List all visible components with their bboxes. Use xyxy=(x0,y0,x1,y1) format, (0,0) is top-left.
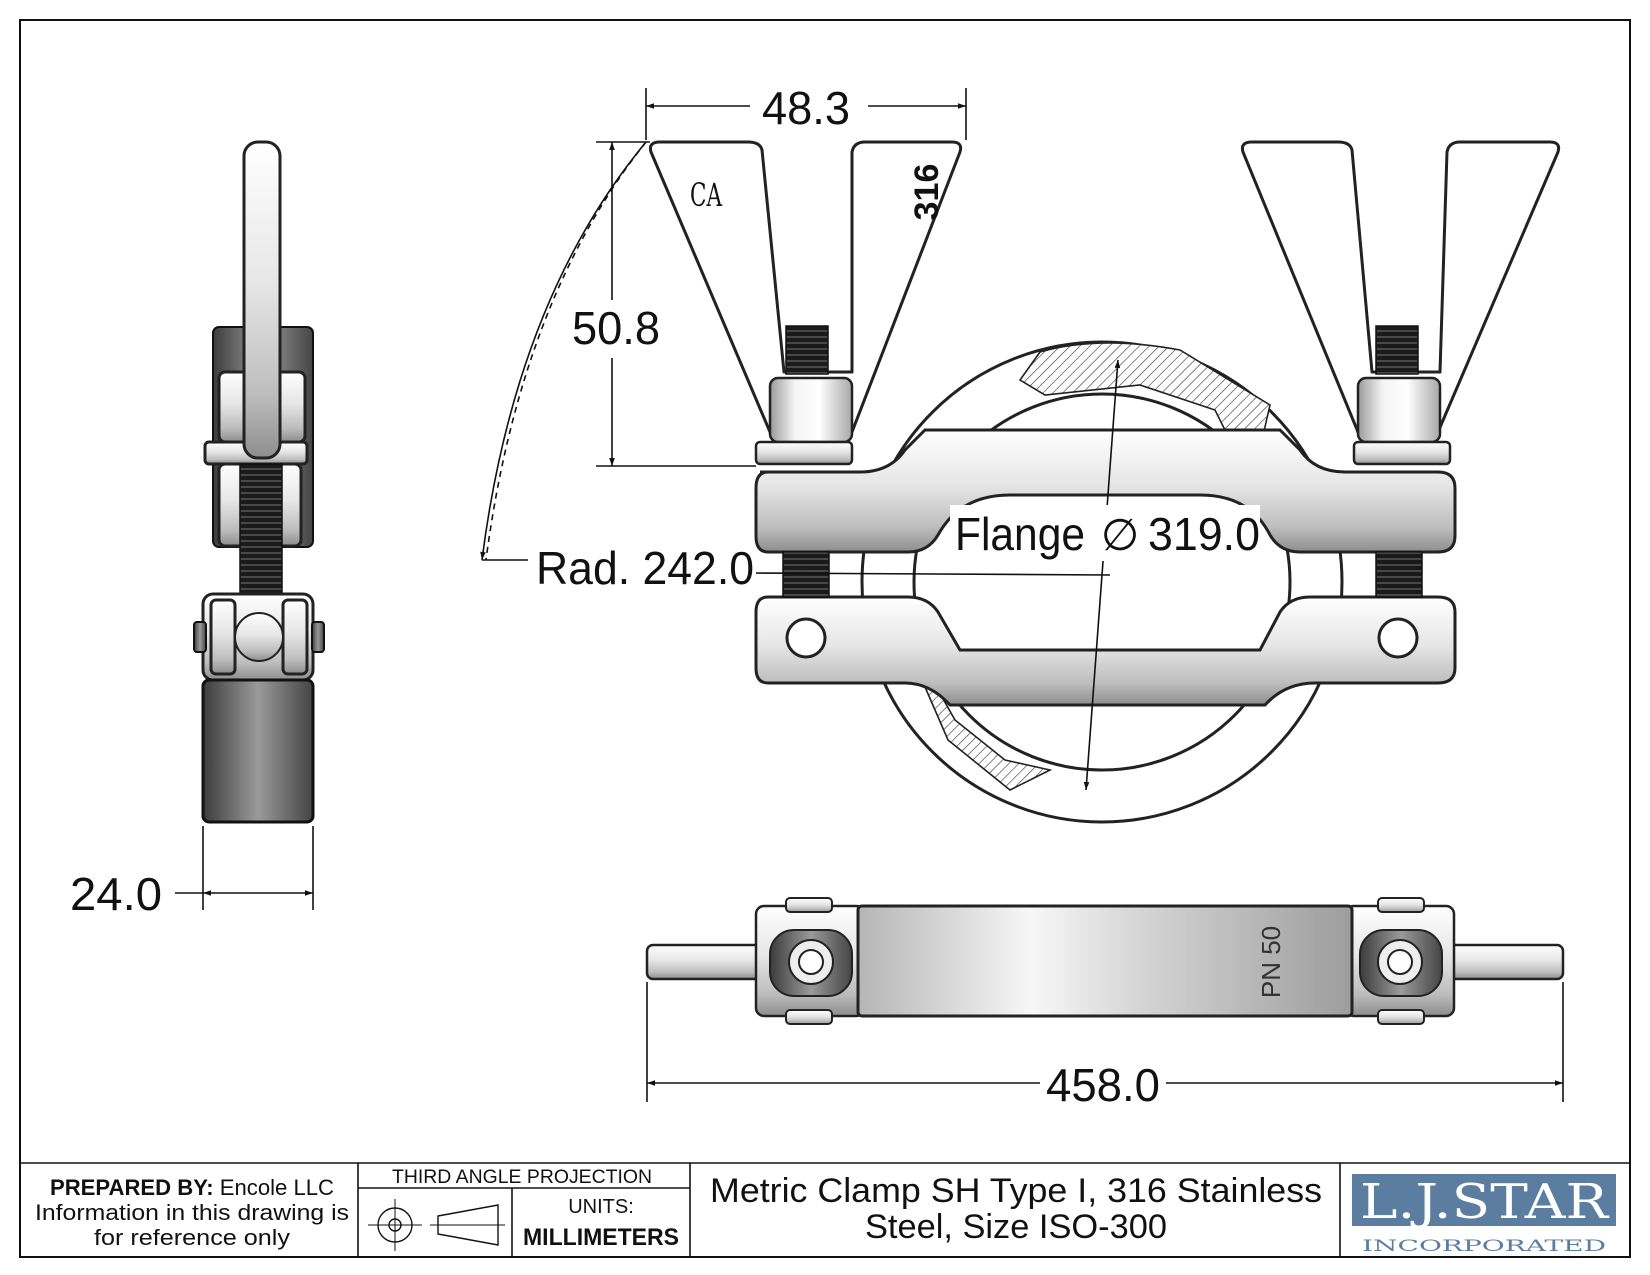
logo-sub-text: INCORPORATED xyxy=(1362,1236,1606,1255)
thickness-label: 24.0 xyxy=(70,868,162,920)
pressure-marking: PN 50 xyxy=(1256,926,1286,998)
company-logo: L.J.STAR INCORPORATED xyxy=(1352,1174,1616,1255)
drawing-title-line2: Steel, Size ISO-300 xyxy=(865,1208,1167,1246)
top-view: PN 50 xyxy=(645,897,1565,1025)
svg-text:PREPARED BY: Encole LLC: PREPARED BY: Encole LLC xyxy=(50,1175,334,1200)
units-value: MILLIMETERS xyxy=(523,1224,679,1251)
overall-length-dimension: 458.0 xyxy=(646,982,1564,1111)
prepared-by-value: Encole LLC xyxy=(220,1175,334,1200)
flange-symbol: ∅ xyxy=(1101,510,1139,561)
disclaimer-line1: Information in this drawing is xyxy=(35,1200,349,1225)
logo-marking: CA xyxy=(690,176,723,214)
units-label: UNITS: xyxy=(568,1196,634,1218)
drawing-title-line1: Metric Clamp SH Type I, 316 Stainless xyxy=(710,1172,1322,1210)
projection-label: THIRD ANGLE PROJECTION xyxy=(392,1167,652,1188)
flange-dimension: Flange ∅ 319.0 xyxy=(950,359,1260,791)
wing-height-dimension: 50.8 xyxy=(572,141,756,467)
front-view: 316 CA xyxy=(648,140,1561,824)
wing-nut-left xyxy=(648,140,963,434)
wing-nut-right xyxy=(1240,140,1561,434)
overall-length-label: 458.0 xyxy=(1046,1059,1160,1111)
sheet-border xyxy=(19,19,1631,1258)
material-marking: 316 xyxy=(908,164,946,221)
radius-dimension: Rad. 242.0 xyxy=(480,141,1111,594)
wing-width-dimension: 48.3 xyxy=(645,82,967,140)
logo-main-text: L.J.STAR xyxy=(1360,1174,1610,1230)
third-angle-projection-icon xyxy=(368,1199,505,1251)
wing-height-label: 50.8 xyxy=(572,302,660,354)
disclaimer-line2: for reference only xyxy=(94,1225,290,1250)
title-block: PREPARED BY: Encole LLC Information in t… xyxy=(20,1162,1630,1257)
flange-value: 319.0 xyxy=(1148,508,1260,560)
flange-label: Flange xyxy=(955,508,1085,560)
side-view xyxy=(193,140,325,824)
thickness-dimension: 24.0 xyxy=(70,826,314,920)
radius-label: Rad. 242.0 xyxy=(536,542,754,594)
prepared-by-label: PREPARED BY: xyxy=(50,1175,214,1200)
wing-width-label: 48.3 xyxy=(762,82,850,134)
